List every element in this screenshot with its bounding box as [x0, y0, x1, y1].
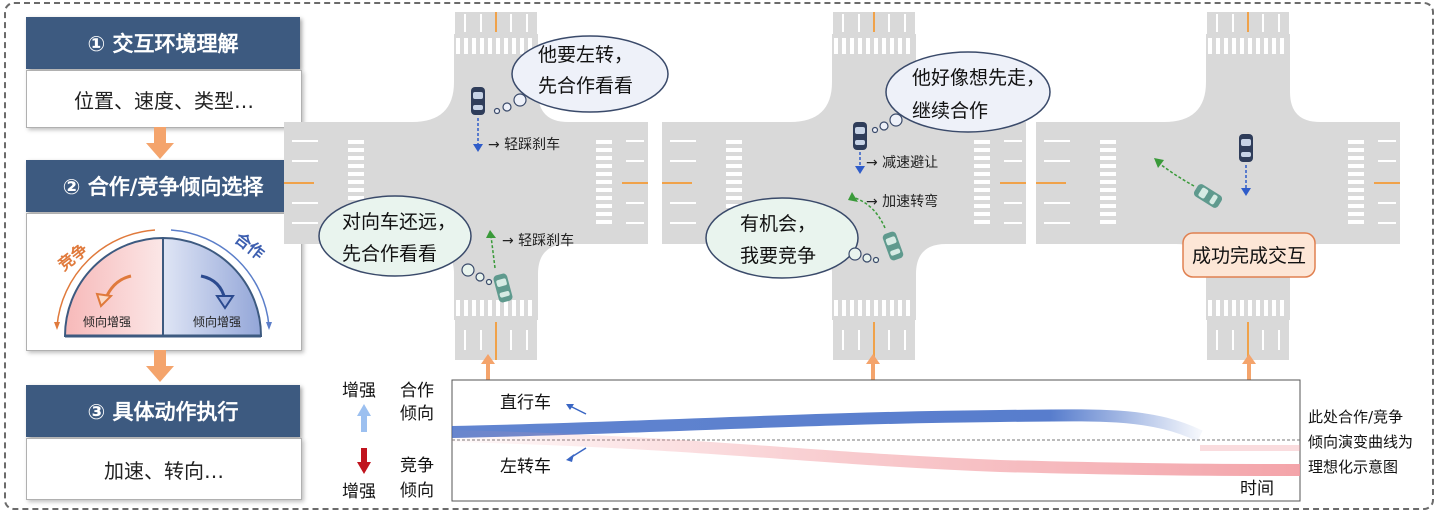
down-arrow-icon [146, 350, 174, 382]
series-label-straight: 直行车 [500, 393, 551, 413]
note-line: 此处合作/竞争 [1308, 408, 1403, 426]
compete-arc-arrow [56, 229, 156, 327]
scene-3: 成功完成交互 [1035, 11, 1401, 380]
note-line: 倾向演变曲线为 [1308, 433, 1413, 451]
cooperate-half [162, 236, 263, 337]
scene1-action-straight: → 轻踩刹车 [488, 136, 560, 153]
scene-1: → 轻踩刹车 → 轻踩刹车 他要左转， 先合作看看 对向车还远， 先合作看看 [283, 11, 669, 380]
bubble-line: 他好像想先走， [912, 67, 1045, 89]
y-top-right-line: 合作 [400, 381, 434, 401]
bubble-line: 有机会， [740, 213, 816, 235]
step2-body: 竞争 合作 倾向增强 倾向增强 [26, 213, 302, 351]
note-line: 理想化示意图 [1308, 458, 1398, 476]
bubble-line: 先合作看看 [342, 243, 437, 265]
scene2-action-left: → 加速转弯 [866, 193, 938, 210]
y-bottom-right-line: 倾向 [400, 481, 434, 501]
x-axis-label: 时间 [1240, 479, 1274, 499]
step2-title: ② 合作/竞争倾向选择 [26, 160, 300, 212]
result-label: 成功完成交互 [1192, 245, 1306, 267]
bubble-line: 我要竞争 [740, 245, 816, 267]
y-bottom-right-line: 竞争 [400, 456, 434, 476]
y-top-left: 增强 [342, 381, 376, 401]
y-bottom-left: 增强 [342, 482, 376, 502]
scene1-action-left: → 轻踩刹车 [502, 232, 574, 249]
y-top-right-line: 倾向 [400, 404, 434, 424]
straight-car-icon [1239, 134, 1253, 162]
increase-down-arrow-icon [357, 448, 371, 474]
outer-dashed-frame [4, 2, 1434, 510]
thought-bubble: 有机会， 我要竞争 [705, 197, 880, 279]
cooperate-curve [451, 409, 1203, 442]
bubble-line: 对向车还远， [342, 211, 456, 233]
cooperate-caption: 倾向增强 [193, 314, 241, 329]
step3-body: 加速、转向… [26, 438, 302, 500]
compete-curve [451, 430, 1301, 476]
cooperate-arc-arrow [170, 229, 270, 327]
scene2-action-straight: → 减速避让 [866, 155, 938, 171]
step3-title: ③ 具体动作执行 [26, 385, 300, 437]
step1-title: ① 交互环境理解 [26, 17, 300, 69]
scene-2: → 减速避让 → 加速转弯 他好像想先走， 继续合作 有机会， 我要竞争 [661, 11, 1051, 380]
thought-bubble: 他要左转， 先合作看看 [493, 35, 669, 115]
bubble-line: 继续合作 [912, 100, 988, 122]
result-badge: 成功完成交互 [1182, 232, 1316, 278]
increase-up-arrow-icon [357, 404, 371, 432]
straight-car-icon [853, 122, 867, 150]
thought-bubble: 他好像想先走， 继续合作 [871, 51, 1051, 134]
bubble-line: 先合作看看 [538, 75, 633, 97]
compete-caption: 倾向增强 [83, 314, 131, 329]
thought-bubble: 对向车还远， 先合作看看 [318, 195, 493, 286]
down-arrow-icon [146, 127, 174, 159]
series-label-left: 左转车 [500, 457, 551, 477]
evolution-chart: 直行车 左转车 时间 增强 合作 倾向 竞争 倾向 增强 此处合作/竞争 倾向演… [342, 379, 1413, 502]
tendency-gauge: 竞争 合作 倾向增强 倾向增强 [54, 229, 272, 338]
bubble-line: 他要左转， [538, 44, 633, 66]
straight-car-icon [471, 87, 485, 115]
